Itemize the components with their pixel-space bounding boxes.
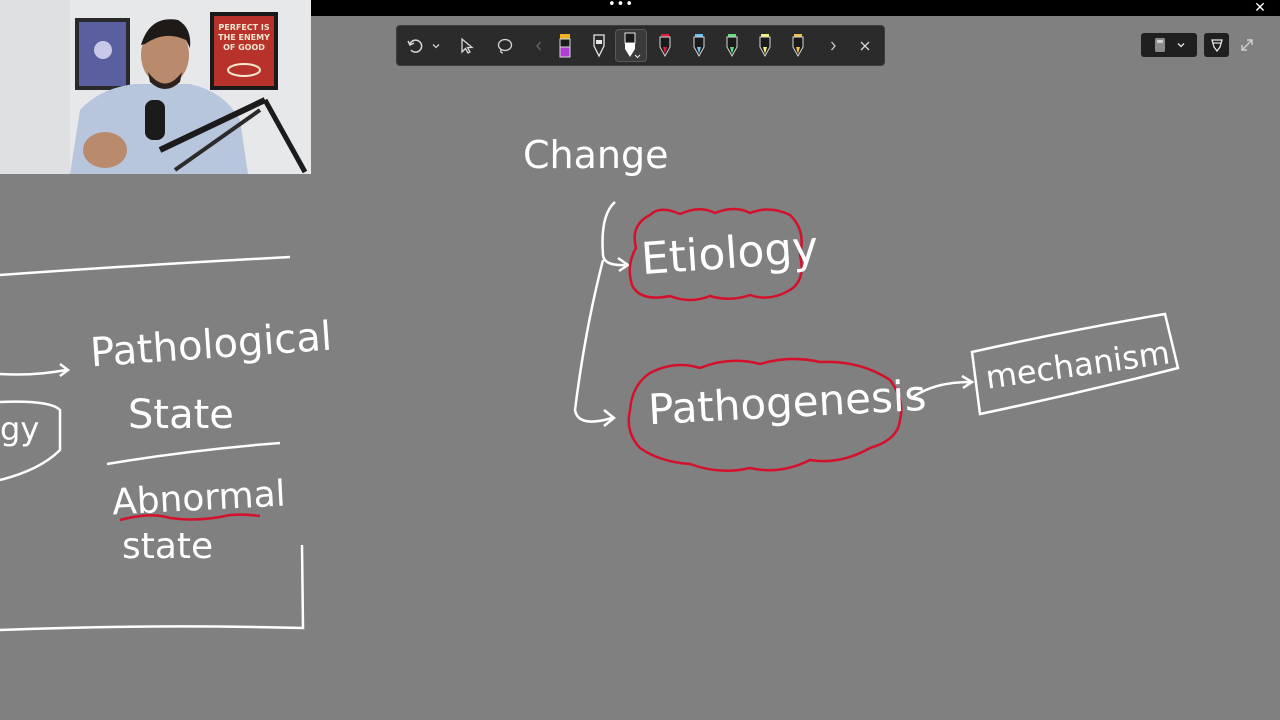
pathogenesis-cloud-outline xyxy=(627,357,903,472)
select-tool-button[interactable] xyxy=(455,26,479,65)
arrow-to-pathogenesis xyxy=(573,259,617,427)
pen-purple-button[interactable] xyxy=(553,26,577,65)
pen-purple-icon xyxy=(559,33,571,57)
red-underline-abnormal xyxy=(119,513,261,522)
pen-white-icon xyxy=(624,32,641,58)
undo-button[interactable] xyxy=(403,26,427,65)
presenter-webcam-video: PERFECT IS THE ENEMY OF GOOD xyxy=(0,0,311,174)
lasso-tool-button[interactable] xyxy=(493,26,517,65)
arrow-to-etiology xyxy=(601,201,631,273)
undo-icon xyxy=(407,38,423,53)
svg-text:OF GOOD: OF GOOD xyxy=(223,43,265,52)
change-label: Change xyxy=(523,133,669,177)
ink-toolbar xyxy=(396,25,885,66)
pen-red-icon xyxy=(659,33,671,57)
touch-writing-button[interactable] xyxy=(1204,33,1229,57)
divider-stroke xyxy=(106,441,281,466)
select-pointer-icon xyxy=(461,37,474,54)
scroll-left-icon xyxy=(536,41,541,50)
pen-green-icon xyxy=(726,33,738,57)
touch-writing-icon xyxy=(1210,39,1223,53)
highlighter-orange-icon xyxy=(792,33,804,57)
pen-outline-button[interactable] xyxy=(587,26,611,65)
partial-word-label: gy xyxy=(0,410,40,448)
close-window-button[interactable]: ✕ xyxy=(1254,0,1266,16)
state-label-1: State xyxy=(128,392,234,438)
close-toolbar-button[interactable] xyxy=(855,26,875,65)
highlighter-yellow-button[interactable] xyxy=(753,26,777,65)
highlighter-yellow-icon xyxy=(759,33,771,57)
webcam-frame-image: PERFECT IS THE ENEMY OF GOOD xyxy=(0,0,311,174)
lasso-icon xyxy=(497,38,513,54)
etiology-cloud-outline xyxy=(628,207,803,302)
ruler-icon xyxy=(1155,38,1165,52)
close-toolbar-icon xyxy=(860,41,870,50)
pen-blue-button[interactable] xyxy=(687,26,711,65)
scroll-left-button[interactable] xyxy=(531,26,547,65)
drag-grip-icon[interactable]: ••• xyxy=(608,0,635,12)
undo-dropdown-button[interactable] xyxy=(429,26,443,65)
chevron-down-icon xyxy=(1177,43,1185,48)
pen-red-button[interactable] xyxy=(653,26,677,65)
arrow-to-mechanism xyxy=(912,374,975,399)
pen-outline-icon xyxy=(593,33,605,57)
svg-text:PERFECT IS: PERFECT IS xyxy=(218,23,270,32)
expand-button[interactable] xyxy=(1238,36,1256,54)
pen-blue-icon xyxy=(693,33,705,57)
bracket-stroke xyxy=(0,544,305,632)
window-title-bar: ••• ✕ xyxy=(0,0,1280,16)
arrow-to-pathological xyxy=(0,363,71,377)
chevron-down-icon xyxy=(432,43,440,48)
svg-text:THE ENEMY: THE ENEMY xyxy=(218,33,270,42)
partial-box-stroke xyxy=(0,400,62,482)
highlighter-orange-button[interactable] xyxy=(786,26,810,65)
ruler-menu-button[interactable] xyxy=(1141,33,1197,57)
mechanism-box-outline xyxy=(970,312,1180,416)
scroll-right-button[interactable] xyxy=(825,26,841,65)
pen-white-button[interactable] xyxy=(615,29,647,62)
scroll-right-icon xyxy=(831,41,836,50)
underline-stroke xyxy=(0,255,291,277)
expand-icon xyxy=(1241,39,1253,51)
pen-green-button[interactable] xyxy=(720,26,744,65)
state-label-2: state xyxy=(122,526,214,567)
